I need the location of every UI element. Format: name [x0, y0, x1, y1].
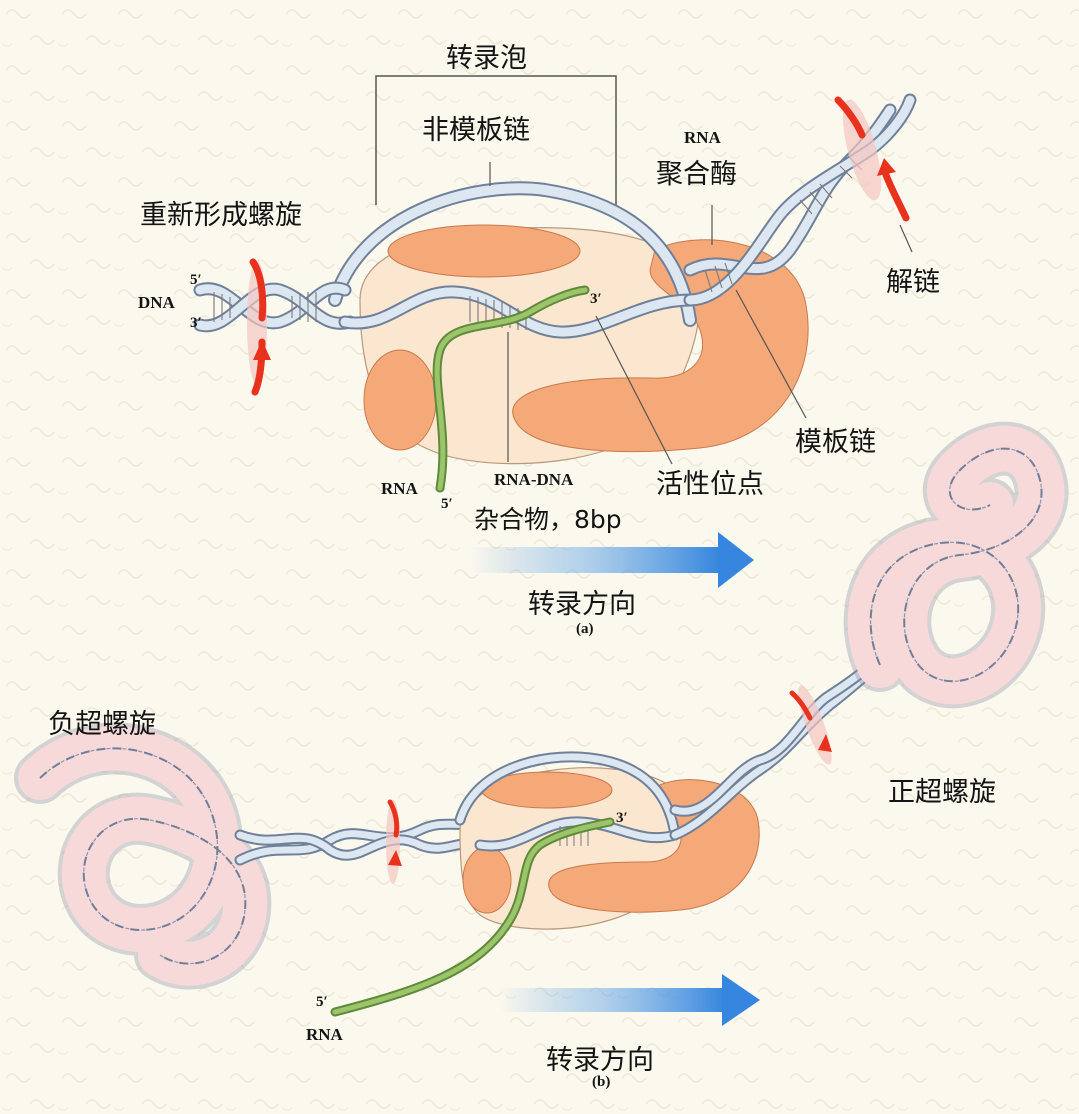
dna-helix-downstream — [690, 100, 910, 300]
panel-letter-a: (a) — [576, 621, 594, 638]
polymerase-subunit-top — [388, 225, 580, 277]
negative-supercoil-label: 负超螺旋 — [48, 702, 156, 741]
transcription-bubble-label: 转录泡 — [446, 36, 527, 75]
nontemplate-strand-label: 非模板链 — [422, 108, 530, 147]
positive-supercoil-label: 正超螺旋 — [888, 770, 996, 809]
rewind-helix-label: 重新形成螺旋 — [140, 193, 302, 232]
active-site-label: 活性位点 — [656, 462, 764, 501]
negative-supercoil — [40, 748, 245, 963]
panel-letter-b: (b) — [592, 1074, 610, 1091]
dna-helix-upstream — [200, 288, 350, 326]
hybrid-label-line1: RNA-DNA — [494, 470, 573, 490]
dna-label: DNA — [138, 293, 175, 313]
rna-three-prime-label-b: 3′ — [616, 810, 628, 827]
dna-helix-b-left — [240, 820, 480, 860]
rna-label-b: RNA — [306, 1025, 343, 1045]
rna-five-prime-label-b: 5′ — [316, 994, 328, 1011]
rna-polymerase-label-line2: 聚合酶 — [656, 152, 737, 191]
rna-label-a: RNA — [381, 479, 418, 499]
dna-three-prime-label: 3′ — [190, 315, 202, 332]
rna-five-prime-label-a: 5′ — [441, 496, 453, 513]
direction-label-a: 转录方向 — [528, 582, 636, 621]
rna-polymerase-label-line1: RNA — [684, 128, 721, 148]
unwind-label: 解链 — [886, 260, 940, 299]
direction-arrow-a — [470, 532, 754, 588]
polymerase-subunit-left — [364, 350, 436, 450]
rotation-arrow-b-left — [386, 800, 402, 884]
rna-three-prime-label-a: 3′ — [590, 291, 602, 308]
dna-five-prime-label: 5′ — [190, 272, 202, 289]
direction-label-b: 转录方向 — [546, 1038, 654, 1077]
positive-supercoil — [871, 449, 1042, 682]
hybrid-label-line2: 杂合物，8bp — [474, 500, 622, 536]
polymerase-subunit-left-b — [463, 847, 511, 913]
direction-arrow-b — [500, 974, 760, 1026]
template-strand-label: 模板链 — [795, 420, 876, 459]
dna-helix-b-right — [675, 650, 885, 835]
